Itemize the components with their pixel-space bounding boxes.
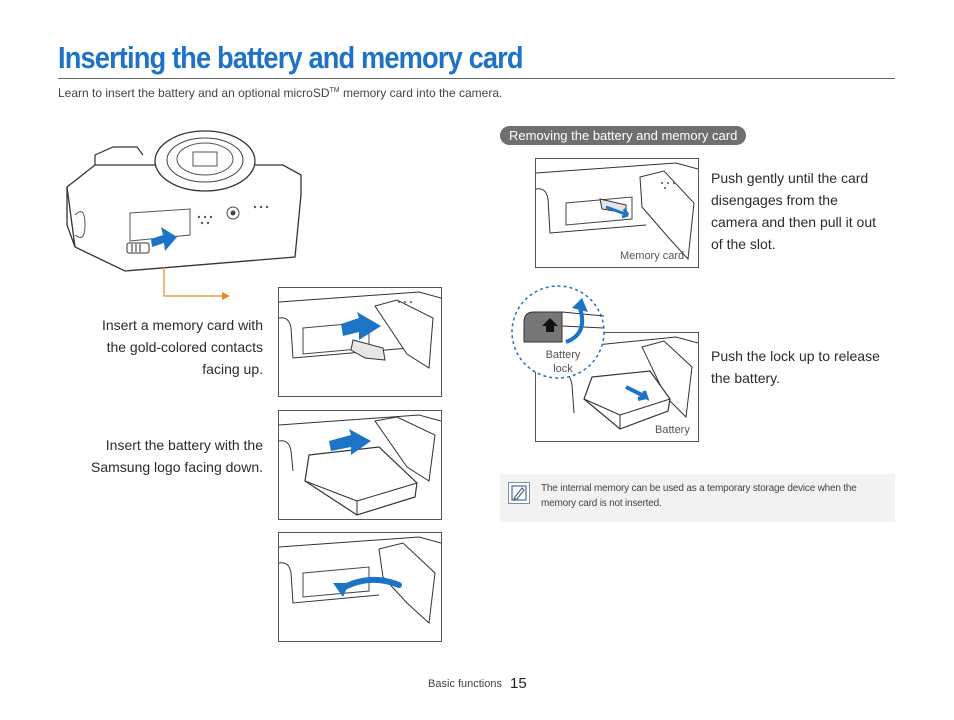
guide-arrow	[163, 267, 230, 300]
image-insert-memory-card	[278, 287, 442, 397]
label-battery: Battery	[655, 424, 690, 436]
page-subtitle: Learn to insert the battery and an optio…	[58, 86, 503, 100]
caption-insert-memory-card: Insert a memory card with the gold-color…	[101, 317, 263, 377]
caption-insert-battery: Insert the battery with the Samsung logo…	[91, 437, 263, 475]
note-box	[500, 474, 895, 522]
battery-lock-magnifier	[508, 282, 608, 382]
image-remove-memory-card	[535, 158, 699, 268]
label-memory-card: Memory card	[620, 250, 685, 262]
title-divider	[58, 78, 895, 79]
memo-pencil-icon	[508, 482, 530, 504]
footer-section: Basic functions	[428, 678, 502, 690]
page-number: 15	[510, 675, 527, 692]
page-title: Inserting the battery and memory card	[58, 40, 524, 75]
label-battery-lock: Battery lock	[545, 349, 581, 375]
image-insert-battery	[278, 410, 442, 520]
caption-remove-memory-card: Push gently until the card disengages fr…	[711, 170, 876, 252]
note-text: The internal memory can be used as a tem…	[541, 483, 857, 509]
caption-remove-battery: Push the lock up to release the battery.	[711, 348, 880, 386]
image-close-cover	[278, 532, 442, 642]
camera-bottom-illustration	[55, 125, 305, 305]
section-heading-pill: Removing the battery and memory card	[500, 126, 747, 145]
